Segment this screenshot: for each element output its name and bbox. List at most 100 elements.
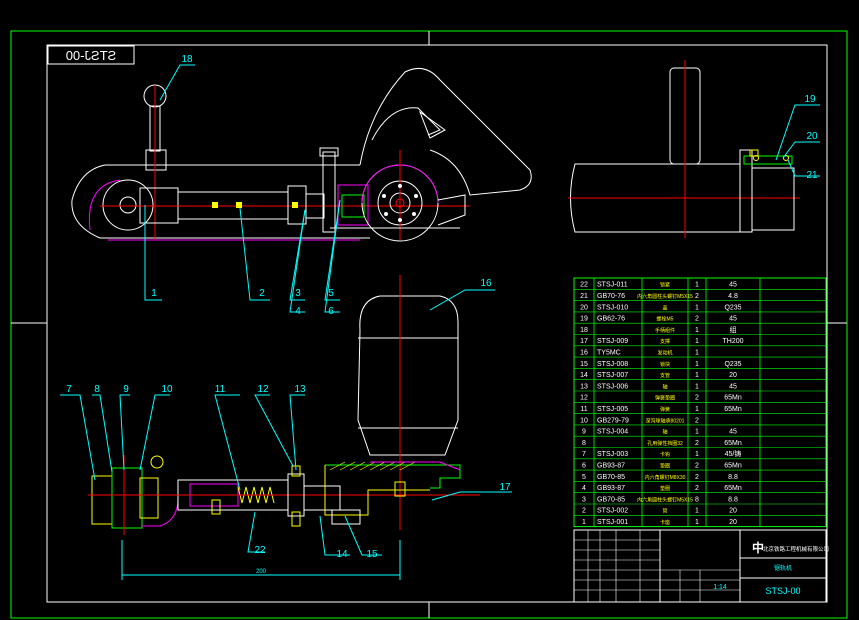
bom-row-quantity: 1 xyxy=(695,429,699,436)
callout-leader xyxy=(324,199,341,313)
bom-row-material: 45 xyxy=(729,429,737,436)
bom-row-code: TY5MC xyxy=(597,350,621,357)
callout-leader xyxy=(119,394,130,471)
callout-leader xyxy=(782,141,820,159)
bom-row-quantity: 1 xyxy=(695,282,699,289)
bom-row-name: 手柄组件 xyxy=(655,327,675,334)
bom-row-material: 组 xyxy=(730,325,737,334)
bom-row-name: 盖 xyxy=(662,304,667,311)
bom-row-code: STSJ-008 xyxy=(597,361,628,368)
callout-leader xyxy=(144,205,162,301)
bom-row-number: 22 xyxy=(580,282,588,289)
bom-row-material: 8.8 xyxy=(728,496,738,503)
bom-row-name: 发动机 xyxy=(657,350,672,357)
bom-row-quantity: 2 xyxy=(695,395,699,402)
callout-leader xyxy=(344,515,382,556)
bom-row-quantity: 1 xyxy=(695,372,699,379)
bom-row-material: Q235 xyxy=(724,304,741,311)
company-logo-glyph: 中 xyxy=(752,540,764,555)
bom-row-material: 20 xyxy=(729,508,737,515)
bom-row-material: Q235 xyxy=(724,361,741,368)
bom-row-name: 支管 xyxy=(660,372,670,379)
bom-row-number: 8 xyxy=(582,440,586,447)
bom-row-name: 内六角圆柱头螺钉M5X15 xyxy=(637,293,693,300)
bom-row-code: STSJ-003 xyxy=(597,451,628,458)
dimension-label: 200 xyxy=(256,569,267,575)
callout-leader xyxy=(239,207,270,301)
bom-row-material: 20 xyxy=(729,519,737,526)
callout-number: 12 xyxy=(257,384,269,395)
bom-row-number: 13 xyxy=(580,383,588,390)
bom-row-number: 17 xyxy=(580,338,588,345)
bom-row-name: 卡钩 xyxy=(660,451,670,458)
bom-row-number: 20 xyxy=(580,304,588,311)
bom-row-number: 7 xyxy=(582,451,586,458)
bom-row-quantity: 2 xyxy=(695,316,699,323)
callout-number: 14 xyxy=(336,549,348,560)
bom-row-number: 10 xyxy=(580,417,588,424)
bom-row-material: 45 xyxy=(729,316,737,323)
bom-row-number: 19 xyxy=(580,316,588,323)
callout-leader xyxy=(289,394,305,471)
bom-row-material: 65Mn xyxy=(724,395,742,402)
bom-row-code: STSJ-011 xyxy=(597,282,628,289)
bom-row-name: 锁块 xyxy=(660,361,670,368)
callout-leader xyxy=(429,289,495,311)
callout-number: 18 xyxy=(181,54,193,65)
bom-row-name: 螺栓M5 xyxy=(657,316,674,323)
bom-row-quantity: 2 xyxy=(695,293,699,300)
bom-row-quantity: 1 xyxy=(695,361,699,368)
bom-row-code: GB93-87 xyxy=(597,463,625,470)
callout-leader xyxy=(431,491,512,501)
bom-row-code: STSJ-004 xyxy=(597,429,628,436)
centering-marks xyxy=(11,31,847,618)
bom-row-quantity: 1 xyxy=(695,383,699,390)
company-name: 北京铁路工程机械有限公司 xyxy=(763,545,829,553)
bom-row-material: 45/铸 xyxy=(725,449,742,458)
callout-number: 19 xyxy=(804,94,816,105)
bom-row-code: STSJ-007 xyxy=(597,372,628,379)
bom-row-quantity: 2 xyxy=(695,463,699,470)
bom-row-number: 9 xyxy=(582,429,586,436)
callout-number: 9 xyxy=(123,384,129,395)
bom-row-number: 14 xyxy=(580,372,588,379)
drawing-code: STSJ-00 xyxy=(765,586,800,596)
bom-row-name: 管 xyxy=(662,508,667,515)
callout-leader xyxy=(289,209,306,313)
callout-number: 6 xyxy=(328,306,334,317)
bom-row-quantity: 2 xyxy=(695,485,699,492)
bom-row-material: 20 xyxy=(729,372,737,379)
callout-number: 15 xyxy=(366,549,378,560)
bom-row-code: GB70-85 xyxy=(597,496,625,503)
bom-row-code: STSJ-009 xyxy=(597,338,628,345)
bom-row-number: 18 xyxy=(580,327,588,334)
bom-row-quantity: 1 xyxy=(695,304,699,311)
bom-row-quantity: 1 xyxy=(695,327,699,334)
bom-row-code: STSJ-002 xyxy=(597,508,628,515)
callout-leader xyxy=(319,515,350,556)
bom-row-code: STSJ-001 xyxy=(597,519,628,526)
callout-number: 5 xyxy=(328,288,334,299)
callout-leader xyxy=(214,394,241,491)
callout-number: 16 xyxy=(480,278,492,289)
bom-row-number: 2 xyxy=(582,508,586,515)
mirrored-drawing-code: STSJ-00 xyxy=(66,48,117,63)
bom-row-number: 4 xyxy=(582,485,586,492)
bom-row-name: 孔用弹性挡圈32 xyxy=(647,440,683,447)
callout-number: 1 xyxy=(151,288,157,299)
product-name: 锯轨机 xyxy=(774,564,792,572)
callout-leader xyxy=(139,394,170,471)
callout-number: 21 xyxy=(806,170,818,181)
bom-row-material: 65Mn xyxy=(724,463,742,470)
bom-row-name: 弹簧 xyxy=(660,406,670,413)
callout-leader xyxy=(324,199,341,301)
bom-row-name: 卡座 xyxy=(660,519,670,526)
bom-row-name: 内六角螺钉M8X30 xyxy=(645,474,686,481)
bom-row-name: 深沟球轴承80201 xyxy=(646,417,685,424)
bom-row-quantity: 2 xyxy=(695,440,699,447)
callout-leader xyxy=(60,394,96,481)
drawing-scale: 1:14 xyxy=(713,584,727,591)
